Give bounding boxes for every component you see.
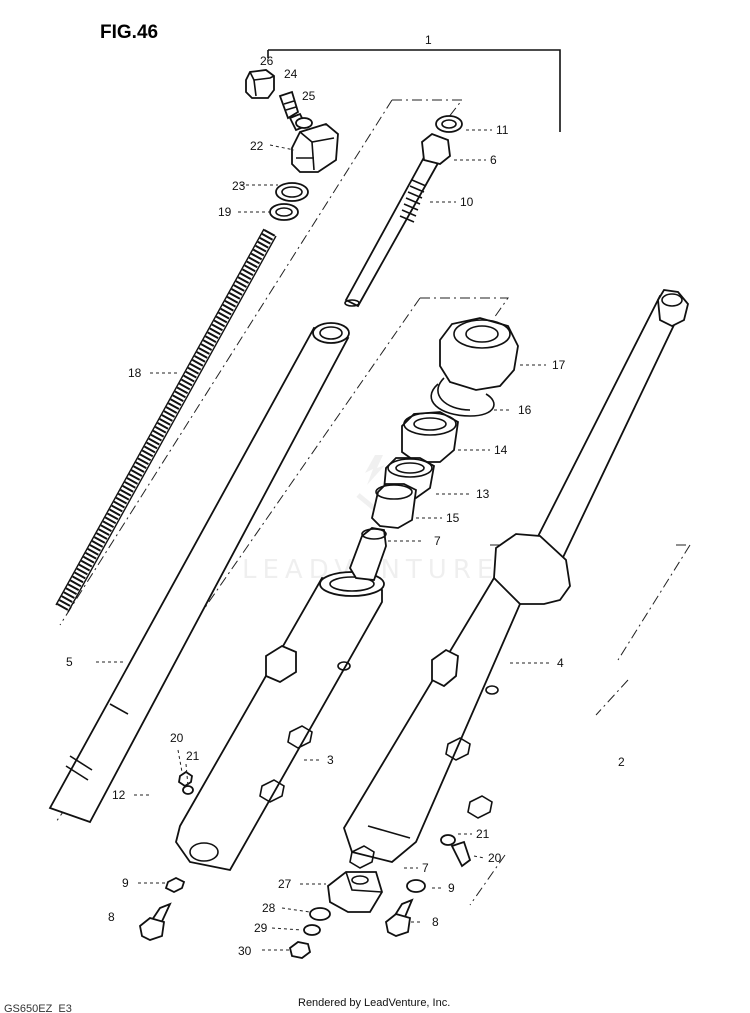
dust-seal-part: [439, 317, 519, 391]
callout-10: 10: [460, 195, 474, 209]
fork-cap-part: [291, 122, 339, 173]
drain-gasket-part: [440, 834, 456, 846]
footer-credit: Rendered by LeadVenture, Inc.: [298, 997, 450, 1009]
damper-rod-part: [344, 115, 463, 308]
guide-metal-part: [371, 483, 417, 529]
callout-7b: 7: [422, 861, 429, 875]
callout-11: 11: [496, 123, 509, 137]
o-ring-23-inner: [281, 186, 303, 198]
washer-29-part: [303, 924, 321, 936]
callout-29: 29: [254, 921, 268, 935]
callout-25: 25: [302, 89, 316, 103]
callout-23: 23: [232, 179, 246, 193]
callout-18: 18: [128, 366, 142, 380]
outer-tube-left-part: [175, 571, 385, 872]
oil-seal-part: [401, 411, 459, 463]
cap-bolt-part: [245, 69, 275, 99]
spacer-19-inner: [275, 207, 293, 217]
callout-4: 4: [557, 656, 564, 670]
axle-holder-part: [327, 871, 383, 913]
callout-24: 24: [284, 67, 298, 81]
callout-19: 19: [218, 205, 232, 219]
callout-16: 16: [518, 403, 532, 417]
bolt-left-part: [139, 902, 172, 941]
callout-2: 2: [618, 755, 625, 769]
callout-13: 13: [476, 487, 490, 501]
washer-9-right-part: [406, 879, 426, 893]
callout-5: 5: [66, 655, 73, 669]
callout-7a: 7: [434, 534, 441, 548]
callout-labels: 1 2 3 4 5 6 7 7 8 8 9 9 10 11 12 13 14 1…: [66, 33, 625, 958]
o-ring-23-part: [275, 182, 309, 202]
bolt-right-part: [385, 898, 414, 937]
callout-20b: 20: [488, 851, 502, 865]
inner-tube-left-part: [48, 322, 350, 824]
o-ring-part: [295, 117, 313, 129]
drain-gasket-left-part: [182, 785, 194, 795]
callout-26: 26: [260, 54, 274, 68]
callout-28: 28: [262, 901, 276, 915]
figure-title: FIG.46: [100, 22, 158, 43]
assembly-bracket: [267, 49, 561, 132]
drain-screw-left-part: [178, 770, 193, 788]
callout-27: 27: [278, 877, 292, 891]
drain-screw-part: [450, 840, 472, 868]
spacer-19-part: [269, 203, 299, 221]
callout-15: 15: [446, 511, 460, 525]
inner-tube-right-part: [524, 289, 689, 574]
stopper-ring-part: [430, 377, 495, 417]
washer-28-part: [309, 907, 331, 921]
callout-21a: 21: [186, 749, 200, 763]
oil-lock-piece-part: [349, 527, 387, 581]
fork-spring-part: [55, 228, 277, 613]
callout-14: 14: [494, 443, 508, 457]
callout-17: 17: [552, 358, 566, 372]
callout-12: 12: [112, 788, 126, 802]
callout-8b: 8: [432, 915, 439, 929]
leader-lines: [96, 129, 550, 951]
callout-22: 22: [250, 139, 264, 153]
callout-21b: 21: [476, 827, 490, 841]
washer-9-left-part: [164, 876, 186, 894]
callout-8a: 8: [108, 910, 115, 924]
callout-1: 1: [425, 33, 432, 47]
model-code: GS650EZ_E3: [4, 1003, 72, 1013]
outer-tube-right-part: [343, 533, 571, 869]
callout-9b: 9: [448, 881, 455, 895]
callout-9a: 9: [122, 876, 129, 890]
callout-3: 3: [327, 753, 334, 767]
nut-30-part: [288, 941, 312, 959]
callout-20a: 20: [170, 731, 184, 745]
callout-6: 6: [490, 153, 497, 167]
callout-30: 30: [238, 944, 252, 958]
